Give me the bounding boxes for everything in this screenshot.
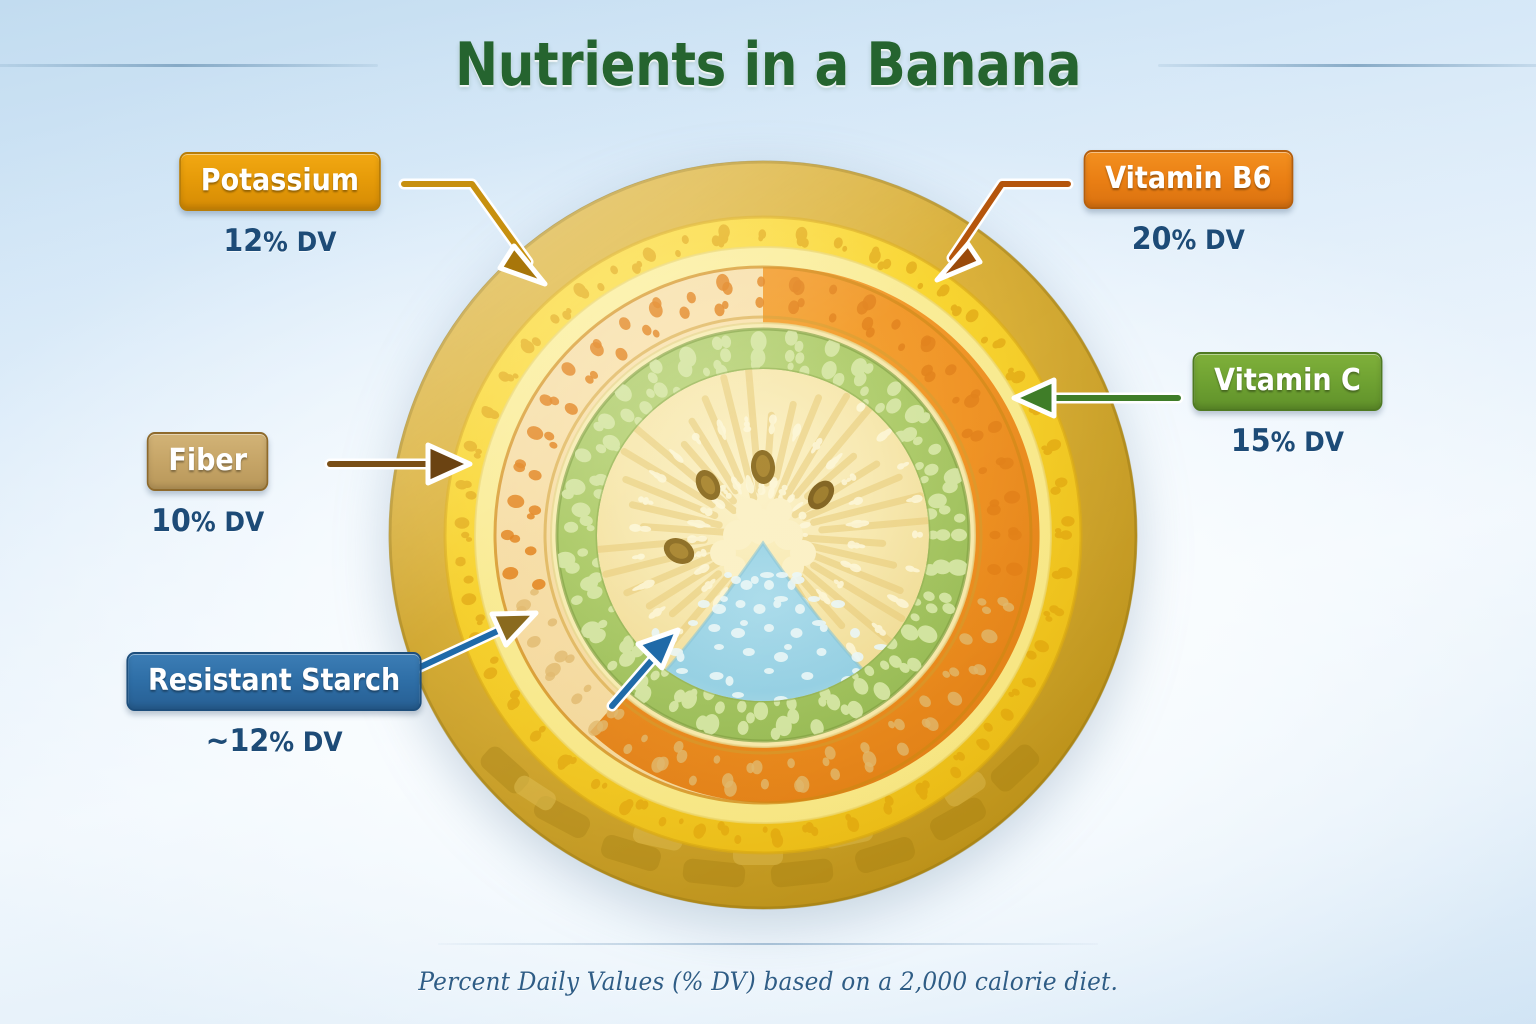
footer-rule bbox=[438, 943, 1098, 945]
vitamin-b6-value-unit: % DV bbox=[1171, 225, 1245, 256]
callout-vitamin-c[interactable]: Vitamin C 15% DV bbox=[1182, 352, 1393, 459]
fiber-value-unit: % DV bbox=[190, 507, 265, 538]
callout-potassium-value: 12% DV bbox=[177, 223, 383, 259]
footer-note: Percent Daily Values (% DV) based on a 2… bbox=[418, 967, 1118, 996]
callout-vitamin-b6[interactable]: Vitamin B6 20% DV bbox=[1072, 150, 1305, 257]
badge-resistant-starch-label[interactable]: Resistant Starch bbox=[126, 652, 422, 711]
potassium-value-number: 12 bbox=[223, 223, 264, 259]
potassium-value-unit: % DV bbox=[263, 227, 337, 258]
vitamin-b6-value-number: 20 bbox=[1131, 221, 1172, 257]
resistant-starch-value-number: ~12 bbox=[205, 723, 270, 759]
footer: Percent Daily Values (% DV) based on a 2… bbox=[0, 943, 1536, 996]
vitamin-c-value-number: 15 bbox=[1230, 423, 1271, 459]
badge-vitamin-b6-label[interactable]: Vitamin B6 bbox=[1083, 150, 1294, 209]
vitamin-c-value-unit: % DV bbox=[1270, 427, 1344, 458]
title-rule-right bbox=[1158, 63, 1536, 67]
resistant-starch-value-unit: % DV bbox=[269, 727, 343, 758]
callout-vitamin-c-value: 15% DV bbox=[1190, 423, 1384, 459]
callout-resistant-starch-value: ~12% DV bbox=[123, 723, 425, 759]
badge-vitamin-c-label[interactable]: Vitamin C bbox=[1192, 352, 1383, 411]
title-bar: Nutrients in a Banana bbox=[0, 22, 1536, 108]
banana-cross-section bbox=[388, 160, 1138, 910]
callout-fiber-value: 10% DV bbox=[145, 503, 270, 539]
title-rule-left bbox=[0, 63, 378, 67]
callout-potassium[interactable]: Potassium 12% DV bbox=[168, 152, 392, 259]
page-title: Nutrients in a Banana bbox=[454, 30, 1082, 100]
callout-resistant-starch[interactable]: Resistant Starch ~12% DV bbox=[110, 652, 438, 759]
gloss-highlight bbox=[389, 161, 1137, 909]
badge-fiber-label[interactable]: Fiber bbox=[146, 432, 269, 491]
callout-vitamin-b6-value: 20% DV bbox=[1081, 221, 1295, 257]
badge-potassium-label[interactable]: Potassium bbox=[179, 152, 381, 211]
callout-fiber[interactable]: Fiber 10% DV bbox=[140, 432, 275, 539]
fiber-value-number: 10 bbox=[151, 503, 191, 539]
